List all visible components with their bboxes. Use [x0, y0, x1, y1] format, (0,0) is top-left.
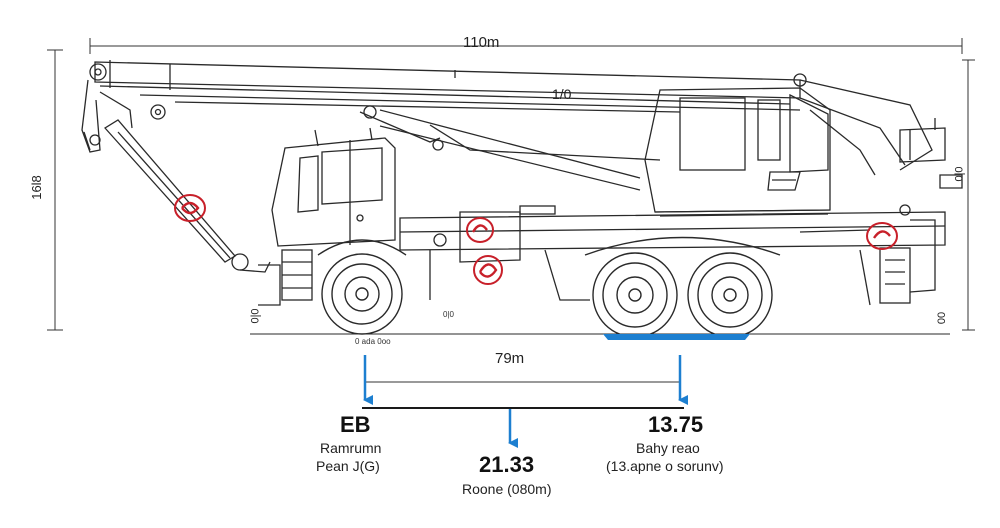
dimension-lines	[47, 38, 975, 383]
rear-load-line2: (13.apne o sorunv)	[606, 458, 724, 474]
counterweight	[899, 118, 963, 189]
wheel-rear-1	[592, 252, 678, 338]
callout-chassis-front	[466, 217, 494, 243]
front-load-line1: Ramrumn	[320, 440, 382, 456]
wheel-front	[317, 239, 407, 335]
overall-length-label: 110m	[463, 34, 500, 51]
wheel-rear-2	[584, 236, 781, 338]
middle-load-value: 21.33	[479, 452, 535, 477]
left-tick-label: 0|0	[249, 308, 262, 324]
callout-rear	[866, 222, 898, 250]
middle-load-line1: Roone (080m)	[462, 481, 552, 497]
overall-height-label: 16l8	[28, 175, 44, 200]
rear-height-label: 0|0	[953, 166, 966, 182]
front-load-value: EB	[340, 412, 371, 437]
operator-cab	[644, 87, 831, 217]
callout-boom-cylinder	[174, 194, 206, 222]
front-axle-note: 0 ada 0oo	[355, 337, 391, 346]
wheelbase-label: 79m	[495, 350, 525, 367]
front-load-line2: Pean J(G)	[316, 458, 380, 474]
mid-chassis-label: 0|0	[443, 310, 454, 319]
rear-axle-highlight	[603, 334, 750, 340]
callout-chassis-lower	[473, 255, 503, 285]
rear-tick-label: 00	[936, 311, 949, 325]
red-callouts	[174, 194, 898, 285]
chassis-frame	[258, 204, 946, 306]
truck-cab	[271, 127, 396, 301]
rear-load-value: 13.75	[648, 412, 704, 437]
load-arrows	[363, 355, 688, 448]
boom-mark: 1/0	[552, 86, 572, 102]
rear-load-line1: Bahy reao	[636, 440, 700, 456]
